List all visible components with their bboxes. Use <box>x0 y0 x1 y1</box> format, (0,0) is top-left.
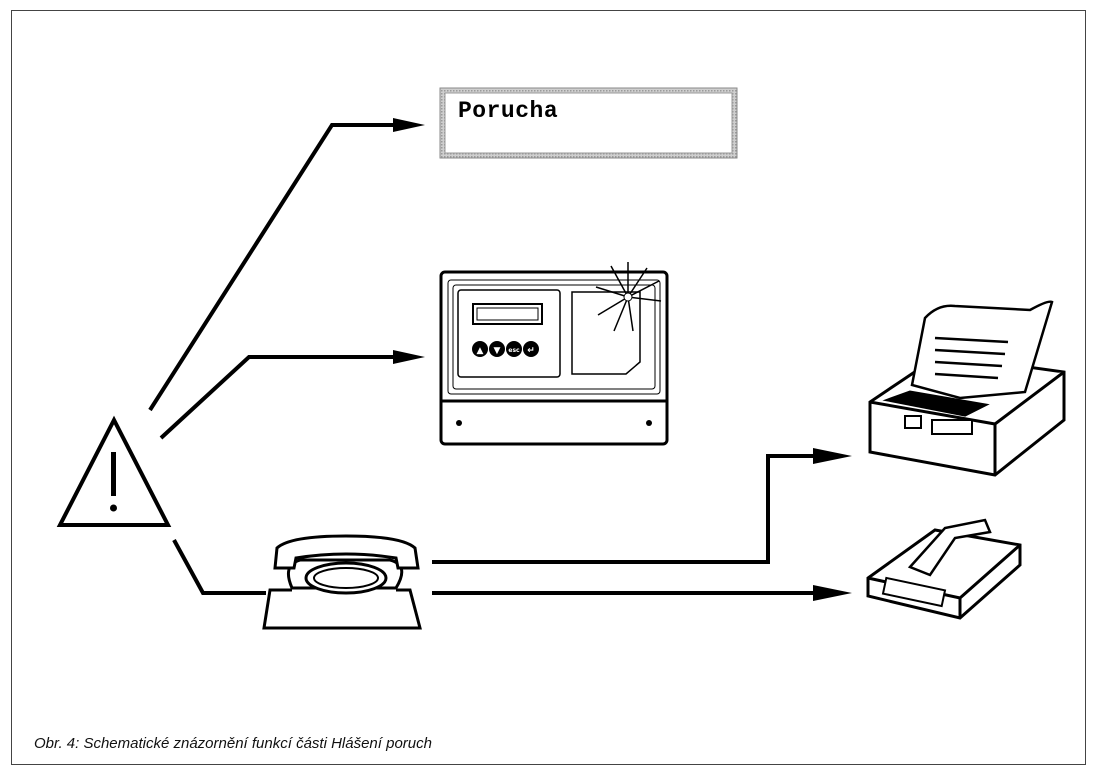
arrow-to-display <box>393 118 425 132</box>
arrowheads <box>393 118 852 601</box>
fax-icon <box>866 518 1022 620</box>
connector-lines <box>148 123 815 595</box>
button-enter-label: ↵ <box>527 346 535 356</box>
button-down <box>489 341 505 357</box>
display-label-porucha: Porucha <box>458 98 559 124</box>
button-esc <box>506 341 522 357</box>
controller-buttons: ▲ ▼ esc ↵ <box>472 341 539 357</box>
arrow-to-controller <box>393 350 425 364</box>
arrow-to-printer <box>813 448 852 464</box>
display-panel <box>439 87 738 159</box>
button-enter <box>523 341 539 357</box>
printer-icon <box>868 300 1066 477</box>
line-phone-to-printer <box>432 454 815 564</box>
led-burst <box>595 262 662 332</box>
line-to-controller <box>159 355 395 440</box>
figure-caption: Obr. 4: Schematické znázornění funkcí čá… <box>34 735 432 752</box>
button-down-label: ▼ <box>494 346 501 356</box>
arrow-to-fax <box>813 585 852 601</box>
controller-unit-icon <box>439 262 669 446</box>
warning-triangle-icon <box>56 415 172 527</box>
line-to-display <box>148 123 395 412</box>
line-to-telephone <box>172 539 266 595</box>
button-up-label: ▲ <box>477 346 484 356</box>
button-esc-label: esc <box>508 347 520 354</box>
button-up <box>472 341 488 357</box>
telephone-icon <box>262 534 422 630</box>
